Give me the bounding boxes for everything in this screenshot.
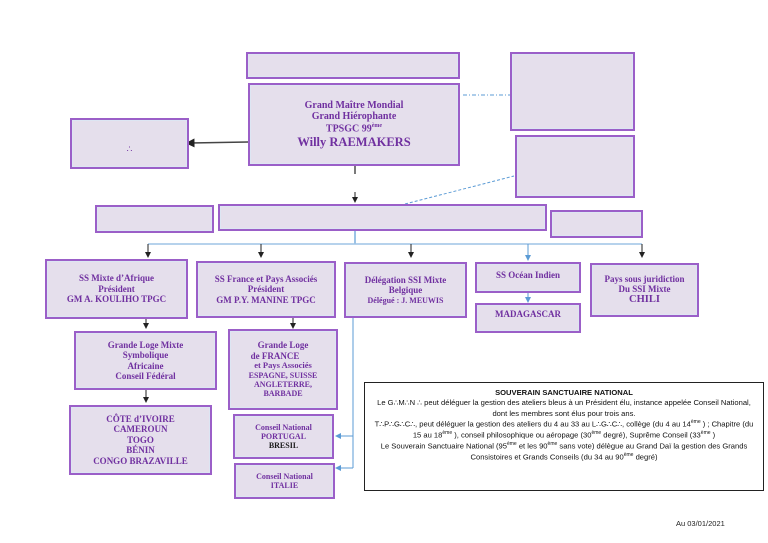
second-row-center-box[interactable] bbox=[218, 204, 547, 231]
grande-loge-france-box[interactable]: Grande Loge de FRANCE et Pays Associés E… bbox=[228, 329, 338, 410]
countries-afrique-box[interactable]: CÔTE d’IVOIRE CAMEROUN TOGO BÉNIN CONGO … bbox=[69, 405, 212, 475]
grande-loge-africaine-box[interactable]: Grande Loge Mixte Symbolique Africaine C… bbox=[74, 331, 217, 390]
connector-center-right-lower bbox=[404, 175, 515, 205]
souverain-sanctuaire-note: SOUVERAIN SANCTUAIRE NATIONAL Le G∴M∴N ∴… bbox=[364, 382, 764, 491]
gm-line-3: TPSGC 99ème bbox=[325, 122, 383, 135]
gm-line-1: Grand Maître Mondial bbox=[304, 99, 404, 111]
empty-title-box[interactable] bbox=[246, 52, 460, 79]
right-upper-box[interactable] bbox=[510, 52, 635, 131]
gm-line-2: Grand Hiérophante bbox=[311, 111, 397, 123]
conseil-portugal-box[interactable]: Conseil National PORTUGAL BRESIL bbox=[233, 414, 334, 459]
right-lower-box[interactable] bbox=[515, 135, 635, 198]
left-symbol-box[interactable]: ∴ bbox=[70, 118, 189, 169]
ss-france-box[interactable]: SS France et Pays Associés Président GM … bbox=[196, 261, 336, 318]
ss-afrique-box[interactable]: SS Mixte d’Afrique Président GM A. KOULI… bbox=[45, 259, 188, 319]
second-row-right-box[interactable] bbox=[550, 210, 643, 238]
note-title: SOUVERAIN SANCTUAIRE NATIONAL bbox=[495, 388, 633, 397]
gm-name: Willy RAEMAKERS bbox=[297, 134, 411, 149]
note-paragraph-3: Le Souverain Sanctuaire National (95ème … bbox=[380, 441, 748, 462]
chili-box[interactable]: Pays sous juridiction Du SSI Mixte CHILI bbox=[590, 263, 699, 317]
grand-master-box[interactable]: Grand Maître Mondial Grand Hiérophante T… bbox=[248, 83, 460, 166]
conseil-italie-box[interactable]: Conseil National ITALIE bbox=[234, 463, 335, 499]
delegation-belgique-box[interactable]: Délégation SSI Mixte Belgique Délégué : … bbox=[344, 262, 467, 318]
ss-ocean-indien-box[interactable]: SS Océan Indien bbox=[475, 262, 581, 293]
date-label: Au 03/01/2021 bbox=[676, 519, 725, 528]
note-paragraph-2: T∴P∴G∴C∴, peut déléguer la gestion des a… bbox=[374, 419, 754, 440]
note-paragraph-1: Le G∴M∴N ∴ peut déléguer la gestion des … bbox=[377, 398, 751, 418]
madagascar-box[interactable]: MADAGASCAR bbox=[475, 303, 581, 333]
second-row-left-box[interactable] bbox=[95, 205, 214, 233]
connector-gm-left bbox=[185, 138, 249, 148]
triangle-dots-symbol: ∴ bbox=[126, 144, 133, 155]
